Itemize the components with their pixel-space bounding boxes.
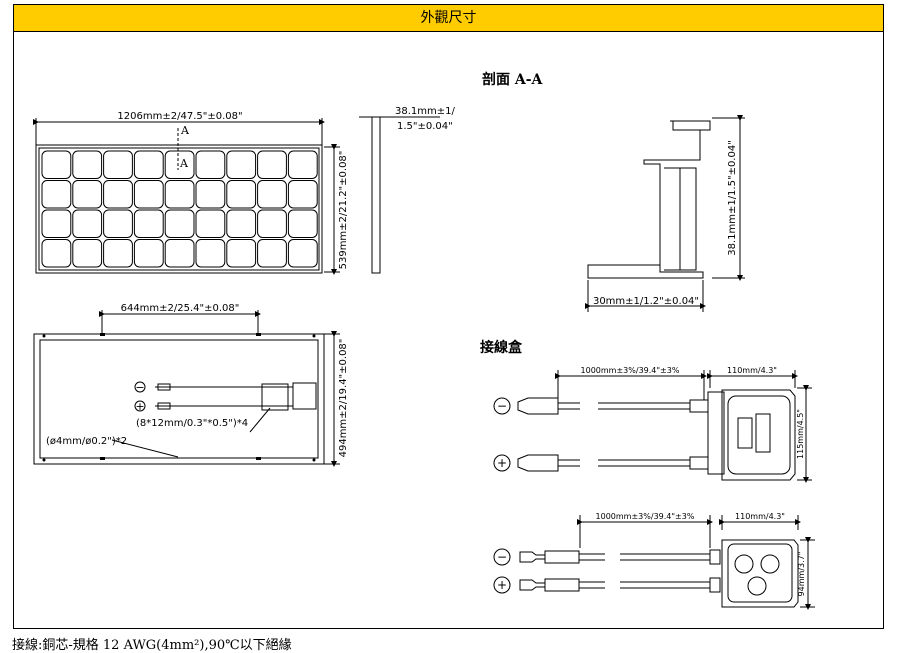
solar-cell	[72, 239, 103, 268]
front-width-label: 1206mm±2/47.5"±0.08"	[117, 111, 242, 122]
jbox-top-minus: −	[497, 399, 507, 413]
solar-cell	[72, 209, 103, 238]
solar-cell	[287, 180, 318, 209]
jbox-top-cable-label: 1000mm±3%/39.4"±3%	[581, 366, 680, 375]
solar-cell	[195, 150, 226, 179]
solar-cell	[164, 209, 195, 238]
plus-symbol: +	[135, 400, 144, 413]
solar-cell	[226, 180, 257, 209]
section-width-label: 30mm±1/1.2"±0.04"	[593, 296, 699, 307]
front-view	[33, 116, 440, 275]
solar-cell	[257, 150, 287, 179]
back-mount-holes	[42, 333, 316, 462]
jbox-top	[493, 370, 812, 483]
solar-cell	[226, 209, 257, 238]
solar-cell	[103, 209, 133, 238]
solar-cell	[164, 150, 195, 179]
back-mount-label: 644mm±2/25.4"±0.08"	[121, 303, 240, 314]
solar-cell	[72, 180, 103, 209]
solar-cell	[195, 209, 226, 238]
solar-cell	[103, 239, 133, 268]
solar-cell	[195, 239, 226, 268]
solar-cell	[41, 150, 72, 179]
solar-cell	[287, 209, 318, 238]
slot-label: (8*12mm/0.3"*0.5")*4	[136, 418, 248, 429]
solar-cell	[257, 180, 287, 209]
section-title: 剖面 A-A	[482, 71, 544, 88]
solar-cell	[195, 180, 226, 209]
thickness-label-line1: 38.1mm±1/	[395, 106, 455, 117]
wiring-note: 接線:銅芯-規格 12 AWG(4mm²),90℃以下絕緣	[12, 638, 292, 653]
solar-cell	[41, 180, 72, 209]
front-height-label: 539mm±2/21.2"±0.08"	[338, 151, 349, 270]
solar-cell	[226, 239, 257, 268]
jbox-bottom	[493, 515, 815, 610]
jbox-bottom-cable-label: 1000mm±3%/39.4"±3%	[596, 512, 695, 521]
solar-cell	[103, 180, 133, 209]
section-profile	[585, 115, 745, 312]
back-view	[33, 310, 340, 467]
jbox-bottom-height-label: 94mm/3.7"	[797, 552, 806, 597]
section-height-label: 38.1mm±1/1.5"±0.04"	[727, 140, 738, 256]
solar-cell	[133, 209, 164, 238]
jbox-top-plus: +	[497, 456, 507, 470]
jbox-top-height-label: 115mm/4.5"	[796, 409, 805, 459]
solar-cell	[226, 150, 257, 179]
minus-symbol: −	[135, 381, 144, 394]
solar-cell	[133, 239, 164, 268]
thickness-label-line2: 1.5"±0.04"	[397, 121, 453, 132]
back-height-label: 494mm±2/19.4"±0.08"	[338, 339, 349, 458]
solar-cell	[164, 239, 195, 268]
cell-grid	[41, 150, 318, 268]
jbox-bottom-width-label: 110mm/4.3"	[735, 512, 785, 521]
solar-cell	[41, 239, 72, 268]
hole-label: (ø4mm/ø0.2")*2	[46, 436, 127, 447]
solar-cell	[257, 239, 287, 268]
content-frame	[13, 31, 884, 629]
solar-cell	[103, 150, 133, 179]
solar-cell	[72, 150, 103, 179]
solar-cell	[133, 150, 164, 179]
jbox-top-width-label: 110mm/4.3"	[727, 366, 777, 375]
jbox-bottom-plus: +	[497, 578, 507, 592]
section-mark-bottom: A	[179, 157, 189, 170]
solar-cell	[287, 239, 318, 268]
jbox-title: 接線盒	[480, 339, 523, 356]
solar-cell	[41, 209, 72, 238]
solar-cell	[257, 209, 287, 238]
section-header: 外觀尺寸	[13, 4, 884, 32]
solar-cell	[287, 150, 318, 179]
solar-cell	[164, 180, 195, 209]
jbox-bottom-minus: −	[497, 550, 507, 564]
section-mark-top: A	[180, 124, 190, 137]
solar-cell	[133, 180, 164, 209]
